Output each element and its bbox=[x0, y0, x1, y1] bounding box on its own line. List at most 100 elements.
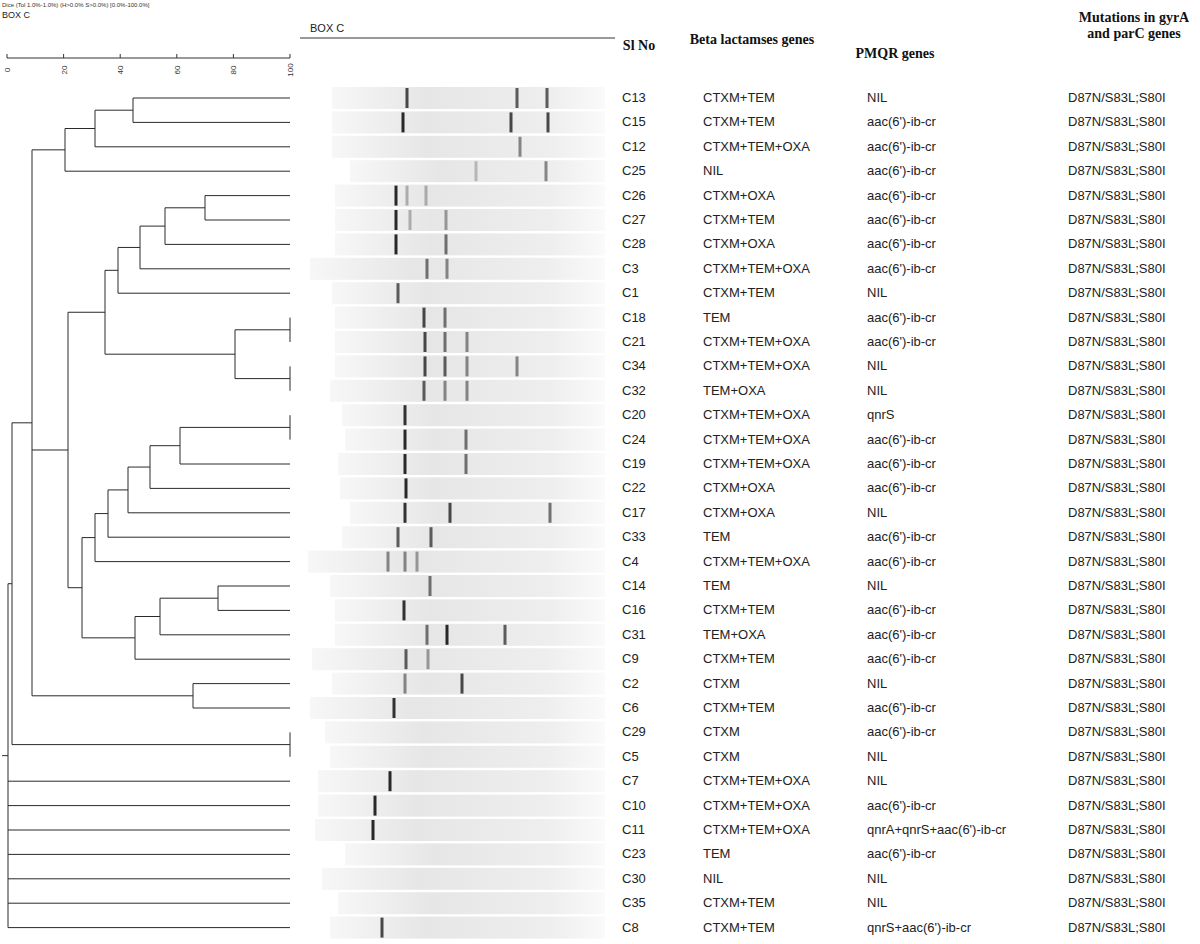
dendrogram-branch bbox=[68, 312, 105, 313]
scale-tick: 0 bbox=[3, 68, 12, 72]
mutation-cell: D87N/S83L;S80I bbox=[1068, 114, 1166, 130]
beta-lactamase-cell: CTXM+TEM+OXA bbox=[703, 261, 810, 277]
dendrogram bbox=[2, 98, 290, 928]
gel-strip bbox=[335, 185, 605, 207]
beta-lactamase-cell: CTXM+TEM+OXA bbox=[703, 798, 810, 814]
isolate-id: C8 bbox=[622, 920, 639, 936]
beta-lactamase-cell: CTXM+TEM+OXA bbox=[703, 456, 810, 472]
gel-strip bbox=[350, 160, 605, 182]
beta-lactamase-cell: NIL bbox=[703, 163, 723, 179]
gel-lane bbox=[338, 892, 605, 914]
beta-lactamase-cell: CTXM+OXA bbox=[703, 505, 775, 521]
gel-band bbox=[416, 552, 419, 572]
isolate-id: C6 bbox=[622, 700, 639, 716]
pmqr-cell: aac(6')-ib-cr bbox=[867, 310, 936, 326]
gel-lanes bbox=[308, 87, 605, 939]
beta-lactamase-cell: TEM bbox=[703, 578, 730, 594]
gel-band bbox=[424, 356, 427, 376]
scale-tick-mark bbox=[176, 54, 177, 58]
mutation-cell: D87N/S83L;S80I bbox=[1068, 480, 1166, 496]
gel-band bbox=[372, 820, 375, 840]
pmqr-cell: qnrS bbox=[867, 407, 894, 423]
gel-band bbox=[465, 454, 468, 474]
gel-band bbox=[406, 88, 409, 108]
isolate-id: C20 bbox=[622, 407, 646, 423]
gel-band bbox=[387, 552, 390, 572]
gel-band bbox=[404, 405, 407, 425]
isolate-id: C32 bbox=[622, 383, 646, 399]
dendrogram-branch bbox=[135, 616, 160, 617]
dendrogram-branch bbox=[165, 207, 205, 208]
dendrogram-branch bbox=[8, 854, 290, 855]
isolate-id: C16 bbox=[622, 602, 646, 618]
isolate-id: C21 bbox=[622, 334, 646, 350]
beta-lactamase-cell: TEM+OXA bbox=[703, 627, 766, 643]
isolate-id: C11 bbox=[622, 822, 645, 838]
gel-lane bbox=[330, 746, 605, 768]
beta-lactamase-cell: CTXM+TEM bbox=[703, 285, 775, 301]
mutation-cell: D87N/S83L;S80I bbox=[1068, 139, 1166, 155]
dendrogram-branch bbox=[2, 755, 8, 756]
gel-lane bbox=[335, 599, 605, 621]
gel-lane bbox=[335, 331, 605, 353]
pmqr-cell: qnrS+aac(6')-ib-cr bbox=[867, 920, 971, 936]
pmqr-cell: NIL bbox=[867, 871, 887, 887]
dendrogram-branch bbox=[135, 659, 290, 660]
dendrogram-branch bbox=[32, 449, 68, 450]
isolate-id: C17 bbox=[622, 505, 646, 521]
mutation-cell: D87N/S83L;S80I bbox=[1068, 261, 1166, 277]
mutation-cell: D87N/S83L;S80I bbox=[1068, 383, 1166, 399]
panel-rule bbox=[300, 38, 615, 39]
gel-band bbox=[547, 112, 550, 132]
mutation-cell: D87N/S83L;S80I bbox=[1068, 822, 1166, 838]
gel-lane bbox=[335, 185, 605, 207]
dendrogram-branch bbox=[82, 637, 135, 638]
pmqr-cell: aac(6')-ib-cr bbox=[867, 114, 936, 130]
pmqr-cell: aac(6')-ib-cr bbox=[867, 139, 936, 155]
pmqr-cell: NIL bbox=[867, 285, 887, 301]
pmqr-cell: aac(6')-ib-cr bbox=[867, 529, 936, 545]
gel-band bbox=[466, 332, 469, 352]
pmqr-cell: aac(6')-ib-cr bbox=[867, 261, 936, 277]
beta-lactamase-cell: CTXM+OXA bbox=[703, 480, 775, 496]
beta-lactamase-cell: CTXM+TEM+OXA bbox=[703, 334, 810, 350]
gel-lane bbox=[330, 575, 605, 597]
gel-lane bbox=[335, 307, 605, 329]
dendrogram-branch bbox=[95, 513, 108, 514]
beta-lactamase-cell: CTXM+TEM+OXA bbox=[703, 407, 810, 423]
dendrogram-branch bbox=[118, 293, 290, 294]
gel-lane bbox=[330, 917, 605, 939]
dendrogram-branch bbox=[235, 329, 290, 330]
gel-strip bbox=[332, 282, 605, 304]
gel-strip bbox=[335, 209, 605, 231]
beta-lactamase-cell: CTXM+TEM bbox=[703, 920, 775, 936]
isolate-id: C19 bbox=[622, 456, 646, 472]
pmqr-cell: aac(6')-ib-cr bbox=[867, 846, 936, 862]
gel-band bbox=[446, 625, 449, 645]
gel-band bbox=[404, 552, 407, 572]
gel-band bbox=[403, 600, 406, 620]
pmqr-cell: NIL bbox=[867, 773, 887, 789]
mutation-cell: D87N/S83L;S80I bbox=[1068, 432, 1166, 448]
dendrogram-branch bbox=[133, 122, 290, 123]
beta-lactamase-cell: TEM+OXA bbox=[703, 383, 766, 399]
scale-tick-mark bbox=[63, 54, 64, 58]
gel-lane bbox=[342, 404, 605, 426]
beta-lactamase-cell: CTXM+TEM bbox=[703, 212, 775, 228]
dendrogram-branch bbox=[95, 146, 290, 147]
pmqr-cell: aac(6')-ib-cr bbox=[867, 651, 936, 667]
dendrogram-branch bbox=[32, 695, 193, 696]
gel-lane bbox=[312, 648, 605, 670]
pmqr-cell: aac(6')-ib-cr bbox=[867, 798, 936, 814]
gel-lane bbox=[332, 136, 605, 158]
beta-lactamase-cell: CTXM+TEM bbox=[703, 700, 775, 716]
pmqr-cell: aac(6')-ib-cr bbox=[867, 188, 936, 204]
beta-lactamase-cell: CTXM+TEM+OXA bbox=[703, 554, 810, 570]
column-header: Beta lactamses genes bbox=[677, 32, 827, 48]
dendrogram-branch bbox=[8, 583, 12, 584]
dendrogram-branch bbox=[140, 226, 165, 227]
dendrogram-branch bbox=[65, 171, 290, 172]
mutation-cell: D87N/S83L;S80I bbox=[1068, 627, 1166, 643]
pmqr-cell: aac(6')-ib-cr bbox=[867, 163, 936, 179]
gel-band bbox=[381, 918, 384, 938]
